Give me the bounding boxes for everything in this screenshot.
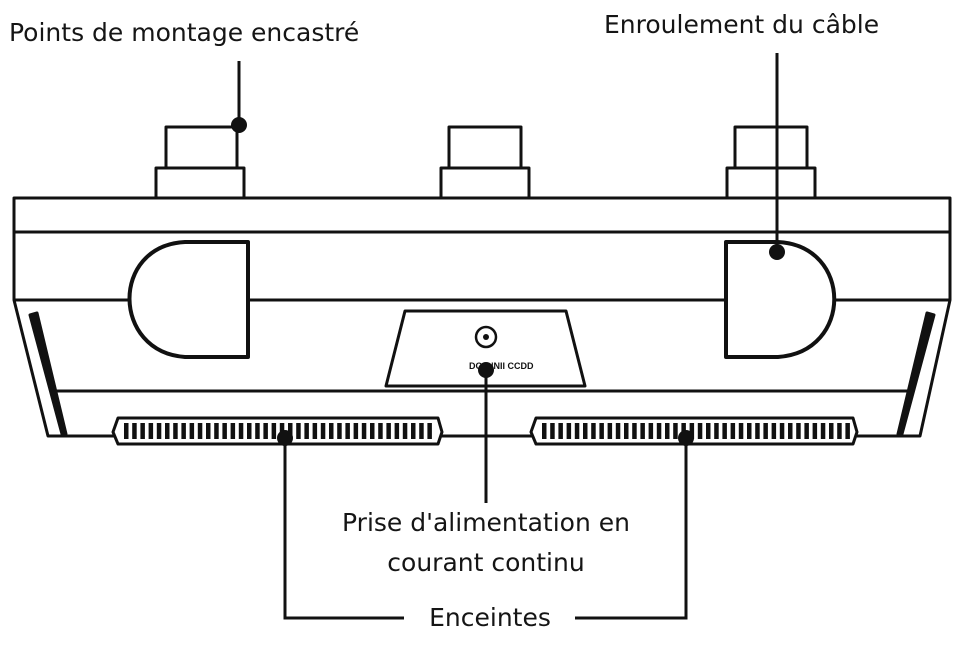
- grille-slot: [747, 423, 752, 439]
- grille-slot: [394, 423, 400, 439]
- grille-slot: [247, 423, 252, 439]
- callout-dot-speaker-left: [277, 430, 293, 446]
- grille-slot: [353, 423, 359, 439]
- grille-slot: [271, 423, 277, 439]
- mount-foot-center: [439, 125, 531, 200]
- grille-slot: [197, 423, 203, 439]
- grille-slot: [550, 423, 555, 439]
- grille-slot: [222, 423, 227, 439]
- grille-slot: [837, 423, 842, 439]
- grille-slot: [812, 423, 818, 439]
- grille-slot: [320, 423, 326, 439]
- grille-slot: [206, 423, 211, 439]
- grille-slot: [804, 423, 809, 439]
- grille-slot: [337, 423, 342, 439]
- cable-recess-left: [127, 240, 250, 359]
- grille-slot: [673, 423, 678, 439]
- callout-dot-mount: [231, 117, 247, 133]
- grille-slot: [591, 423, 596, 439]
- grille-slot: [132, 423, 137, 439]
- grille-slot: [124, 423, 129, 439]
- grille-slot: [312, 423, 318, 439]
- grille-slot: [820, 423, 826, 439]
- grille-slot: [599, 423, 604, 439]
- grille-slot: [263, 423, 268, 439]
- grille-slot: [304, 423, 309, 439]
- grille-slot: [156, 423, 162, 439]
- grille-slot: [722, 423, 727, 439]
- grille-slot: [386, 423, 391, 439]
- mount-foot-right: [725, 125, 817, 200]
- callout-dot-cable: [769, 244, 785, 260]
- grille-slot: [640, 423, 645, 439]
- dc-jack-port: [474, 325, 498, 349]
- side-grip-left: [28, 311, 68, 436]
- grille-slot: [706, 423, 711, 439]
- grille-slot: [624, 423, 629, 439]
- grille-slot: [615, 423, 621, 439]
- grille-slot: [361, 423, 367, 439]
- grille-slot: [796, 423, 801, 439]
- grille-slot: [542, 423, 547, 439]
- grille-slot: [165, 423, 170, 439]
- grille-slot: [656, 423, 662, 439]
- grille-slot: [714, 423, 719, 439]
- label-dc-jack-line2: courant continu: [387, 548, 585, 577]
- grille-slot: [632, 423, 637, 439]
- grille-slot: [574, 423, 580, 439]
- grille-slot: [730, 423, 736, 439]
- grille-slot: [845, 423, 850, 439]
- grille-slot: [829, 423, 834, 439]
- grille-slot: [173, 423, 178, 439]
- grille-slot: [230, 423, 236, 439]
- grille-slot: [181, 423, 186, 439]
- grille-slot: [189, 423, 195, 439]
- grille-slot: [345, 423, 350, 439]
- side-grip-right: [896, 311, 936, 436]
- grille-slot: [607, 423, 613, 439]
- grille-slot: [148, 423, 154, 439]
- label-cable-wrap: Enroulement du câble: [604, 10, 880, 39]
- grille-slot: [288, 423, 293, 439]
- grille-slot: [697, 423, 703, 439]
- grille-slot: [140, 423, 145, 439]
- callout-dot-speaker-right: [678, 430, 694, 446]
- grille-slot: [558, 423, 563, 439]
- grille-slot: [779, 423, 785, 439]
- grille-slot: [763, 423, 768, 439]
- grille-slot: [566, 423, 572, 439]
- grille-slot: [665, 423, 670, 439]
- grille-slot: [755, 423, 760, 439]
- speaker-grille-left: [111, 416, 444, 446]
- grille-slot: [378, 423, 383, 439]
- grille-slot: [214, 423, 219, 439]
- label-mount-points: Points de montage encastré: [9, 18, 360, 47]
- grille-slot: [689, 423, 695, 439]
- grille-slot: [771, 423, 777, 439]
- callout-dot-dc-jack: [478, 362, 494, 378]
- grille-slot: [238, 423, 244, 439]
- grille-slot: [402, 423, 408, 439]
- grille-slot: [788, 423, 793, 439]
- grille-slot: [329, 423, 334, 439]
- grille-slot: [255, 423, 260, 439]
- dc-port-marking: DC INNII CCDD: [469, 361, 534, 371]
- grille-slot: [648, 423, 654, 439]
- cable-recess-right: [724, 240, 837, 359]
- grille-slot: [370, 423, 375, 439]
- grille-slot: [738, 423, 744, 439]
- label-speakers: Enceintes: [429, 603, 551, 632]
- grille-slot: [296, 423, 301, 439]
- grille-slot: [427, 423, 432, 439]
- grille-slot: [583, 423, 588, 439]
- grille-slot: [411, 423, 416, 439]
- mount-foot-left: [154, 125, 246, 200]
- speaker-grille-slots: [124, 423, 850, 439]
- dc-jack-housing: [384, 309, 587, 388]
- grille-slot: [419, 423, 424, 439]
- label-dc-jack-line1: Prise d'alimentation en: [342, 508, 630, 537]
